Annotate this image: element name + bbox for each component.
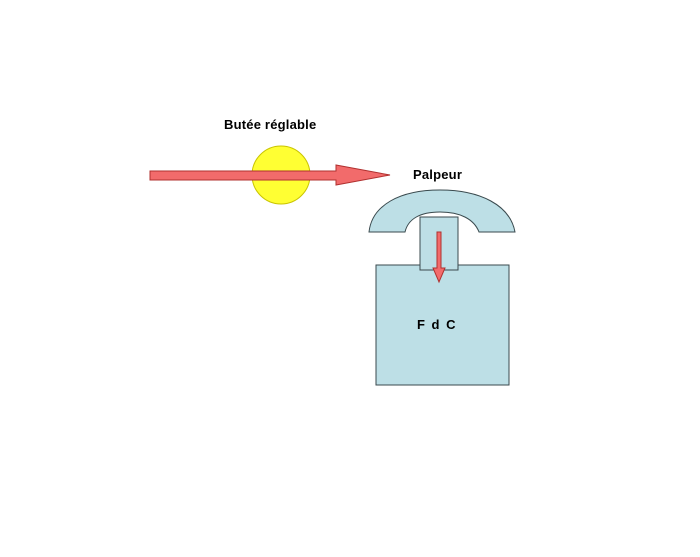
probe-arrow bbox=[432, 231, 446, 284]
adjustable-stop-label: Butée réglable bbox=[224, 117, 317, 132]
probe-cap bbox=[368, 189, 516, 233]
stop-arrow bbox=[149, 164, 391, 186]
limit-switch-body bbox=[375, 264, 510, 386]
limit-switch-label: F d C bbox=[417, 317, 457, 332]
probe-label: Palpeur bbox=[413, 167, 463, 182]
